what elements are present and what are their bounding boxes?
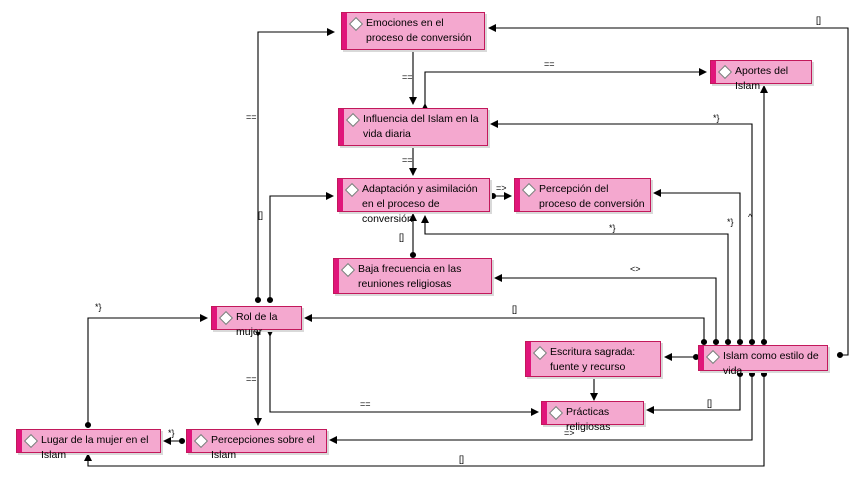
node-stripe — [526, 342, 531, 376]
node-stripe — [334, 259, 339, 293]
node-label: Influencia del Islam en la vida diaria — [363, 113, 479, 140]
diamond-icon — [532, 345, 548, 361]
node-stripe — [515, 179, 520, 211]
edge-islam-percepciones — [329, 374, 753, 444]
edge-rol-practicas — [266, 329, 539, 416]
edge-islam-adaptacion — [421, 215, 729, 342]
edge-rol-adaptacion — [269, 192, 334, 300]
diamond-icon — [705, 349, 721, 365]
relation-label: == — [402, 155, 413, 165]
node-influencia[interactable]: Influencia del Islam en la vida diaria — [338, 108, 488, 146]
diamond-icon — [344, 182, 360, 198]
diamond-icon — [340, 262, 356, 278]
relation-label: => — [564, 428, 575, 438]
node-label: Escritura sagrada: fuente y recurso — [550, 346, 636, 373]
relation-label: <> — [630, 264, 641, 274]
relation-label: == — [246, 374, 257, 384]
relation-label: *} — [609, 223, 616, 233]
relation-label: == — [246, 112, 257, 122]
node-stripe — [17, 430, 22, 452]
node-label: Prácticas religiosas — [566, 406, 611, 433]
diamond-icon — [23, 433, 39, 449]
diamond-icon — [218, 310, 234, 326]
node-label: Percepciones sobre el Islam — [211, 434, 315, 461]
relation-label: [] — [399, 232, 405, 242]
node-label: Baja frecuencia en las reuniones religio… — [358, 263, 462, 290]
edge-islam-rol — [304, 314, 705, 342]
relation-label: [] — [512, 304, 518, 314]
node-stripe — [338, 179, 343, 211]
node-label: Emociones en el proceso de conversión — [366, 17, 472, 44]
diamond-icon — [548, 405, 564, 421]
node-stripe — [212, 307, 217, 329]
node-stripe — [711, 61, 716, 83]
edge-islam-practicas — [646, 374, 741, 414]
relation-label: [] — [707, 398, 713, 408]
node-islam-estilo[interactable]: Islam como estilo de vida — [698, 345, 828, 377]
diamond-icon — [345, 112, 361, 128]
node-label: Percepción del proceso de conversión — [539, 183, 645, 210]
edge-islam-percepcion — [653, 189, 741, 342]
diamond-icon — [348, 16, 364, 32]
relation-label: *} — [727, 217, 734, 227]
relation-label: == — [360, 399, 371, 409]
node-stripe — [342, 13, 347, 49]
node-rol-mujer[interactable]: Rol de la mujer — [211, 306, 302, 338]
node-percepciones-islam[interactable]: Percepciones sobre el Islam — [186, 429, 327, 461]
edge-influencia-aportes — [421, 68, 707, 111]
node-label: Islam como estilo de vida — [723, 350, 819, 377]
node-stripe — [542, 402, 547, 424]
node-baja-frecuencia[interactable]: Baja frecuencia en las reuniones religio… — [333, 258, 492, 294]
relation-label: ^ — [748, 212, 753, 222]
relation-label: *} — [168, 428, 175, 438]
diamond-icon — [717, 64, 733, 80]
node-percepcion-proceso[interactable]: Percepción del proceso de conversión — [514, 178, 651, 212]
node-label: Lugar de la mujer en el Islam — [41, 434, 149, 461]
relation-label: [] — [258, 210, 264, 220]
node-aportes[interactable]: Aportes del Islam — [710, 60, 812, 92]
node-label: Adaptación y asimilación en el proceso d… — [362, 183, 478, 225]
diamond-icon — [521, 182, 537, 198]
node-stripe — [187, 430, 192, 452]
edge-islam-influencia — [490, 120, 753, 342]
relation-label: [] — [816, 15, 822, 25]
relation-label: *} — [713, 113, 720, 123]
relation-label: => — [496, 183, 507, 193]
edge-rol-emociones — [257, 28, 335, 300]
relation-label: [] — [459, 454, 465, 464]
node-emociones[interactable]: Emociones en el proceso de conversión — [341, 12, 485, 50]
edge-islam-emociones — [488, 24, 849, 356]
diamond-icon — [193, 433, 209, 449]
relation-label: == — [402, 72, 413, 82]
edge-islam-baja — [494, 274, 717, 342]
edge-islam-lugar — [84, 374, 765, 467]
node-label: Rol de la mujer — [236, 311, 278, 338]
node-label: Aportes del Islam — [735, 65, 789, 92]
node-escritura[interactable]: Escritura sagrada: fuente y recurso — [525, 341, 661, 377]
node-stripe — [699, 346, 704, 370]
relation-label: == — [544, 59, 555, 69]
node-lugar-mujer[interactable]: Lugar de la mujer en el Islam — [16, 429, 161, 461]
node-stripe — [339, 109, 344, 145]
node-practicas[interactable]: Prácticas religiosas — [541, 401, 644, 433]
node-adaptacion[interactable]: Adaptación y asimilación en el proceso d… — [337, 178, 490, 225]
relation-label: *} — [95, 302, 102, 312]
edge-lugar-rol — [87, 314, 208, 425]
